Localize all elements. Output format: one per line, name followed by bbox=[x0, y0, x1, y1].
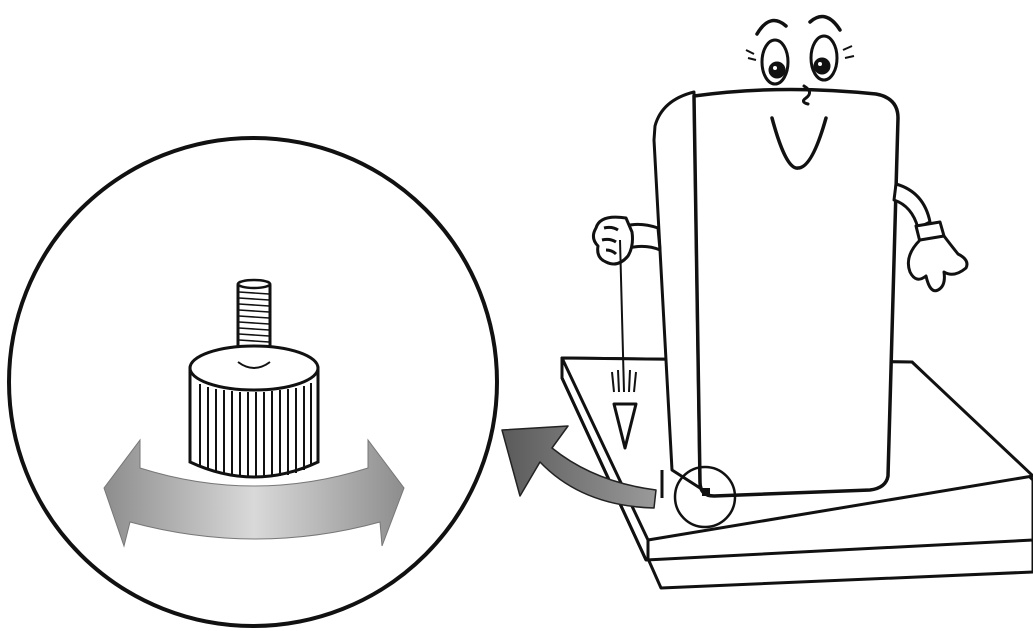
eyebrow-left bbox=[755, 18, 788, 36]
leveling-foot-detail bbox=[188, 278, 320, 479]
magnified-detail bbox=[7, 136, 499, 628]
fridge-door bbox=[692, 87, 900, 498]
sparkle-lines bbox=[745, 45, 855, 61]
fridge-right-arm bbox=[892, 182, 969, 293]
plumb-bob bbox=[611, 239, 664, 498]
callout-arrow bbox=[501, 425, 657, 509]
fridge-side bbox=[652, 90, 702, 490]
fridge-nose bbox=[801, 84, 811, 106]
fridge-smile bbox=[770, 116, 828, 170]
fridge-eyes bbox=[760, 34, 839, 86]
eyebrow-right bbox=[808, 14, 842, 32]
foot-highlight-circle bbox=[673, 465, 737, 529]
fridge-left-arm bbox=[591, 215, 662, 266]
rotation-arrow bbox=[103, 438, 405, 548]
